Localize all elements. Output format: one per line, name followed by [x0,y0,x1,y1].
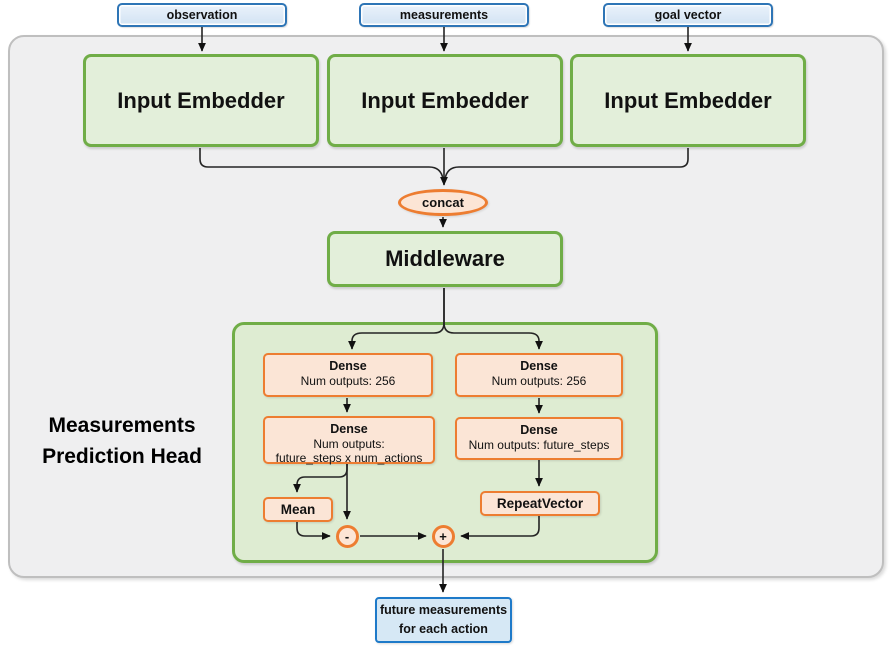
dense-title: Dense [329,359,367,373]
dense-title: Dense [330,422,368,436]
add-node: + [431,524,455,548]
concat-node: concat [398,189,488,216]
output-box-future-measurements: future measurements for each action [375,597,512,643]
dense-right-2: Dense Num outputs: future_steps [455,417,623,460]
input-box-measurements: measurements [359,3,529,27]
dense-right-1: Dense Num outputs: 256 [455,353,623,397]
head-title-label: Measurements Prediction Head [42,414,202,468]
mean-block: Mean [263,497,333,522]
dense-title: Dense [520,359,558,373]
input-embedder-goal-vector: Input Embedder [570,54,806,147]
dense-subtitle: Num outputs: 256 [491,374,587,388]
dense-left-2: Dense Num outputs: future_steps x num_ac… [263,416,435,465]
repeat-vector-block: RepeatVector [480,491,600,516]
dense-subtitle: Num outputs: 256 [300,374,396,388]
dense-subtitle: Num outputs: future_steps x num_actions [275,437,423,465]
dense-subtitle: Num outputs: future_steps [468,438,610,452]
dense-title: Dense [520,423,558,437]
input-embedder-measurements: Input Embedder [327,54,563,147]
input-box-observation: observation [117,3,287,27]
dense-left-1: Dense Num outputs: 256 [263,353,433,397]
subtract-node: - [335,524,359,548]
input-box-goal-vector: goal vector [603,3,773,27]
middleware-block: Middleware [327,231,563,287]
input-embedder-observation: Input Embedder [83,54,319,147]
